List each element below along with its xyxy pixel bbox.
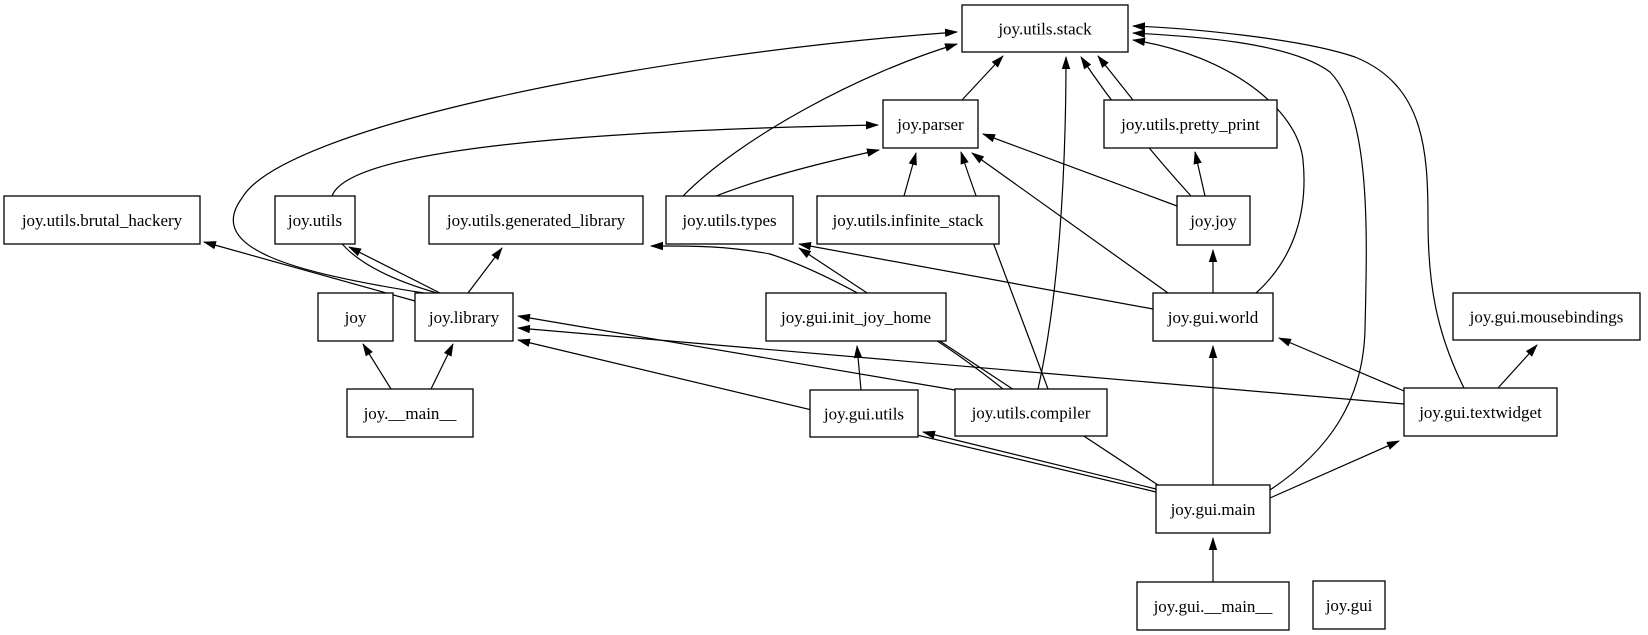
node-joy-parser: joy.parser: [882, 99, 979, 149]
node-box-joy-gui-main: [1155, 484, 1271, 534]
node-joy-utils: joy.utils: [274, 195, 356, 245]
node-box-joy-gui-textwidget: [1403, 387, 1558, 437]
edge-joy.utils.compiler-to-joy.parser: [960, 151, 1049, 390]
node-box-joy-gui: [1312, 580, 1386, 630]
node-joy: joy: [317, 292, 394, 342]
edge-joy.gui.main-to-joy.gui.utils: [922, 430, 1157, 490]
edge-joy.gui.main-to-joy.gui.textwidget: [1269, 440, 1400, 499]
node-joy-gui-init_joy_home: joy.gui.init_joy_home: [765, 292, 947, 342]
node-box-joy-gui-world: [1152, 292, 1274, 342]
node-label-joy-gui-mousebindings: joy.gui.mousebindings: [1469, 308, 1624, 327]
node-joy-gui-mousebindings: joy.gui.mousebindings: [1452, 292, 1641, 341]
node-joy-joy: joy.joy: [1176, 195, 1251, 246]
node-box-joy-gui-mousebindings: [1452, 292, 1641, 341]
edge-joy.__main__-to-joy: [362, 343, 392, 390]
node-label-joy-utils: joy.utils: [287, 211, 342, 230]
edge-joy.gui.textwidget-to-joy.gui.mousebindings: [1497, 344, 1538, 389]
edge-joy.utils.compiler-to-joy.utils.generated_library: [650, 241, 1004, 390]
edge-joy.utils.types-to-joy.utils.stack: [682, 43, 958, 197]
node-box-joy-gui-init_joy_home: [765, 292, 947, 342]
edge-joy.library-to-joy.parser: [328, 121, 879, 294]
edge-joy.library-to-joy.utils: [348, 246, 441, 294]
node-label-joy-utils-infinite_stack: joy.utils.infinite_stack: [832, 211, 984, 230]
node-box-joy-gui-__main__: [1136, 581, 1290, 631]
edge-joy.library-to-joy.utils.generated_library: [467, 247, 503, 294]
node-label-joy-joy: joy.joy: [1189, 212, 1237, 231]
node-label-joy-gui-main: joy.gui.main: [1170, 500, 1256, 519]
edge-joy.gui.textwidget-to-joy.gui.world: [1278, 337, 1405, 392]
edge-joy.gui.world-to-joy.utils.types: [798, 242, 1154, 310]
node-label-joy-gui-init_joy_home: joy.gui.init_joy_home: [780, 308, 931, 327]
node-box-joy-parser: [882, 99, 979, 149]
node-box-joy-joy: [1176, 195, 1251, 246]
node-label-joy-gui-world: joy.gui.world: [1167, 308, 1259, 327]
node-joy-gui-utils: joy.gui.utils: [809, 389, 919, 438]
node-label-joy-gui-utils: joy.gui.utils: [823, 405, 904, 424]
node-box-joy-utils-generated_library: [428, 195, 644, 245]
node-joy-utils-types: joy.utils.types: [665, 195, 794, 245]
edges-layer: [203, 22, 1538, 582]
node-label-joy-utils-types: joy.utils.types: [681, 211, 776, 230]
edge-joy.joy-to-joy.utils.pretty_print: [1193, 151, 1206, 197]
edge-joy.utils.compiler-to-joy.library: [517, 313, 956, 391]
node-joy-utils-compiler: joy.utils.compiler: [954, 388, 1108, 437]
node-joy-gui: joy.gui: [1312, 580, 1386, 630]
node-joy-gui-main: joy.gui.main: [1155, 484, 1271, 534]
edge-joy.__main__-to-joy.library: [430, 343, 454, 390]
edge-joy.library-to-joy.utils.stack: [232, 28, 958, 294]
edge-joy.gui.world-to-joy.utils.stack: [1132, 37, 1305, 294]
edge-joy.library-to-joy.utils.brutal_hackery: [203, 241, 416, 302]
node-box-joy: [317, 292, 394, 342]
node-joy-__main__: joy.__main__: [346, 388, 474, 438]
edge-joy.utils.pretty_print-to-joy.utils.stack: [1097, 55, 1134, 101]
node-joy-gui-__main__: joy.gui.__main__: [1136, 581, 1290, 631]
node-label-joy-utils-brutal_hackery: joy.utils.brutal_hackery: [21, 211, 183, 230]
edge-joy.joy-to-joy.parser: [982, 133, 1178, 207]
node-box-joy-__main__: [346, 388, 474, 438]
node-label-joy-utils-compiler: joy.utils.compiler: [971, 404, 1091, 423]
edge-joy.gui.main-to-joy.utils.stack: [1132, 29, 1367, 491]
node-box-joy-utils-pretty_print: [1103, 99, 1278, 149]
edge-joy.gui.utils-to-joy.gui.init_joy_home: [853, 345, 863, 391]
node-joy-utils-brutal_hackery: joy.utils.brutal_hackery: [3, 195, 201, 245]
node-box-joy-utils-compiler: [954, 388, 1108, 437]
node-label-joy-utils-stack: joy.utils.stack: [997, 20, 1092, 39]
edge-joy.gui.main-to-joy.utils.types: [798, 247, 1159, 486]
node-joy-utils-stack: joy.utils.stack: [961, 4, 1129, 53]
edge-joy.gui.textwidget-to-joy.library: [517, 324, 1405, 405]
node-joy-utils-infinite_stack: joy.utils.infinite_stack: [816, 195, 1000, 245]
node-label-joy-parser: joy.parser: [896, 115, 964, 134]
node-joy-gui-world: joy.gui.world: [1152, 292, 1274, 342]
node-label-joy-gui-textwidget: joy.gui.textwidget: [1418, 403, 1542, 422]
edge-joy.utils.types-to-joy.parser: [715, 148, 880, 197]
node-label-joy-gui-__main__: joy.gui.__main__: [1153, 597, 1273, 616]
node-box-joy-utils-brutal_hackery: [3, 195, 201, 245]
edge-joy.parser-to-joy.utils.stack: [961, 55, 1004, 101]
node-label-joy-gui: joy.gui: [1325, 596, 1373, 615]
nodes-layer: joy.utils.stack joy.parser joy.utils.prett…: [3, 4, 1641, 631]
node-label-joy-__main__: joy.__main__: [363, 404, 457, 423]
node-box-joy-gui-utils: [809, 389, 919, 438]
node-label-joy-library: joy.library: [428, 308, 500, 327]
node-box-joy-utils: [274, 195, 356, 245]
node-label-joy-utils-generated_library: joy.utils.generated_library: [446, 211, 626, 230]
node-label-joy-utils-pretty_print: joy.utils.pretty_print: [1120, 115, 1260, 134]
node-box-joy-library: [414, 292, 514, 342]
node-joy-utils-pretty_print: joy.utils.pretty_print: [1103, 99, 1278, 149]
edge-joy.gui.world-to-joy.parser: [971, 152, 1169, 294]
edge-joy.utils.compiler-to-joy.utils.stack: [1037, 56, 1071, 390]
node-joy-utils-generated_library: joy.utils.generated_library: [428, 195, 644, 245]
node-joy-gui-textwidget: joy.gui.textwidget: [1403, 387, 1558, 437]
node-label-joy: joy: [344, 308, 367, 327]
node-joy-library: joy.library: [414, 292, 514, 342]
node-box-joy-utils-types: [665, 195, 794, 245]
edge-joy.gui.textwidget-to-joy.utils.stack: [1132, 22, 1465, 389]
edge-joy.utils.infinite_stack-to-joy.parser: [903, 152, 917, 197]
node-box-joy-utils-infinite_stack: [816, 195, 1000, 245]
node-box-joy-utils-stack: [961, 4, 1129, 53]
